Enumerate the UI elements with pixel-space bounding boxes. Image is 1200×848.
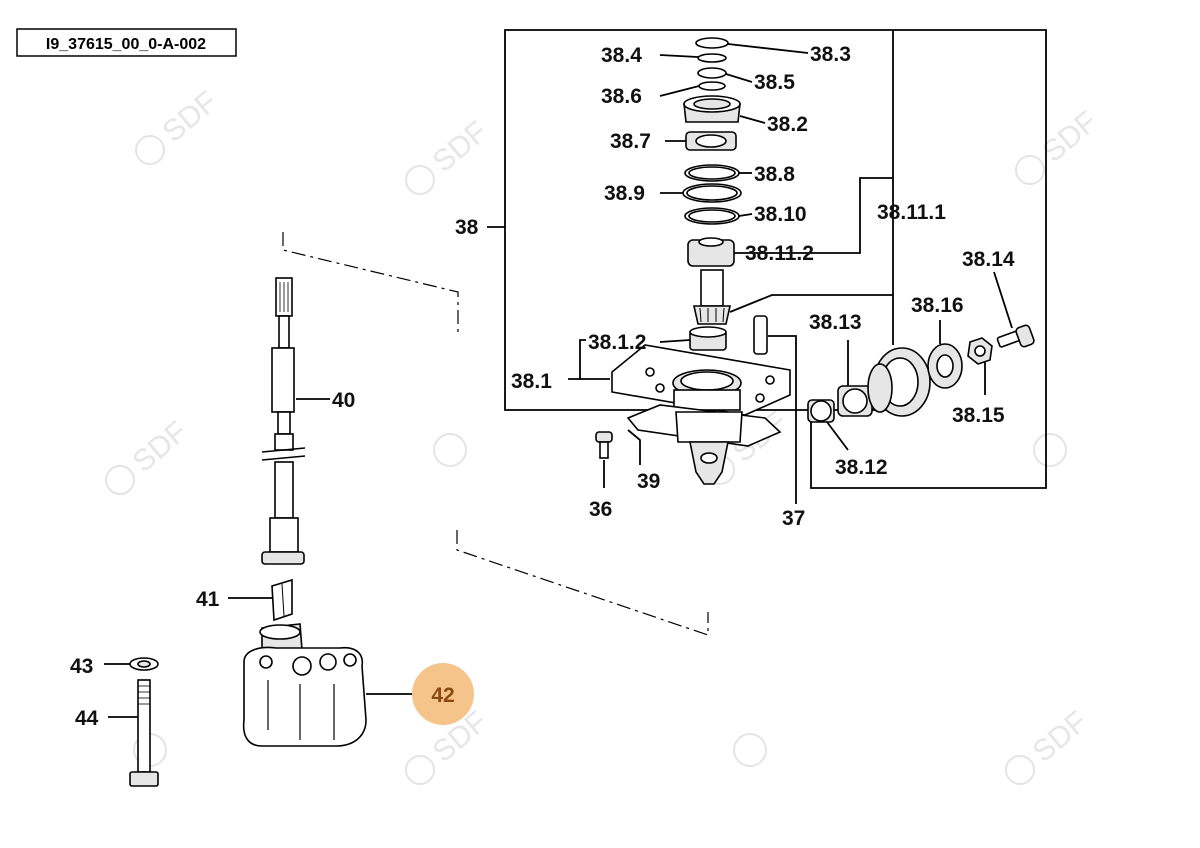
label-38-11-2: 38.11.2 (745, 242, 814, 265)
label-38-12: 38.12 (835, 456, 888, 479)
svg-text:SDF: SDF (427, 115, 494, 179)
label-38: 38 (455, 216, 479, 239)
label-38-2: 38.2 (767, 113, 808, 136)
label-38-1: 38.1 (511, 370, 552, 393)
highlight-42[interactable]: 42 (412, 663, 474, 725)
label-38-11-1: 38.11.1 (877, 201, 946, 224)
label-38-6: 38.6 (601, 85, 642, 108)
label-38-15: 38.15 (952, 404, 1005, 427)
label-38-8: 38.8 (754, 163, 795, 186)
label-43: 43 (70, 655, 93, 678)
label-37: 37 (782, 507, 805, 530)
parts-stack-38 (595, 37, 1035, 485)
lower-parts (129, 277, 367, 787)
svg-text:SDF: SDF (127, 415, 194, 479)
label-38-3: 38.3 (810, 43, 851, 66)
label-40: 40 (332, 389, 355, 412)
callout-labels: 38.3 38.4 38.5 38.6 38.2 38.7 38.8 38.9 … (70, 43, 1015, 730)
label-38-1-2: 38.1.2 (588, 331, 646, 354)
label-38-4: 38.4 (601, 44, 642, 67)
label-38-7: 38.7 (610, 130, 651, 153)
label-38-9: 38.9 (604, 182, 645, 205)
highlight-circle (412, 663, 474, 725)
label-38-10: 38.10 (754, 203, 807, 226)
svg-text:SDF: SDF (1027, 705, 1094, 769)
label-36: 36 (589, 498, 612, 521)
leader-lines (104, 43, 1013, 718)
label-38-13: 38.13 (809, 311, 862, 334)
label-38-5: 38.5 (754, 71, 795, 94)
label-42: 42 (431, 684, 454, 707)
svg-text:SDF: SDF (157, 85, 224, 149)
alignment-dashed-lines (282, 232, 709, 636)
label-41: 41 (196, 588, 220, 611)
label-44: 44 (75, 707, 99, 730)
drawing-id-box: I9_37615_00_0-A-002 (16, 28, 237, 57)
label-38-16: 38.16 (911, 294, 964, 317)
drawing-id: I9_37615_00_0-A-002 (46, 36, 206, 53)
label-38-14: 38.14 (962, 248, 1015, 271)
label-39: 39 (637, 470, 660, 493)
